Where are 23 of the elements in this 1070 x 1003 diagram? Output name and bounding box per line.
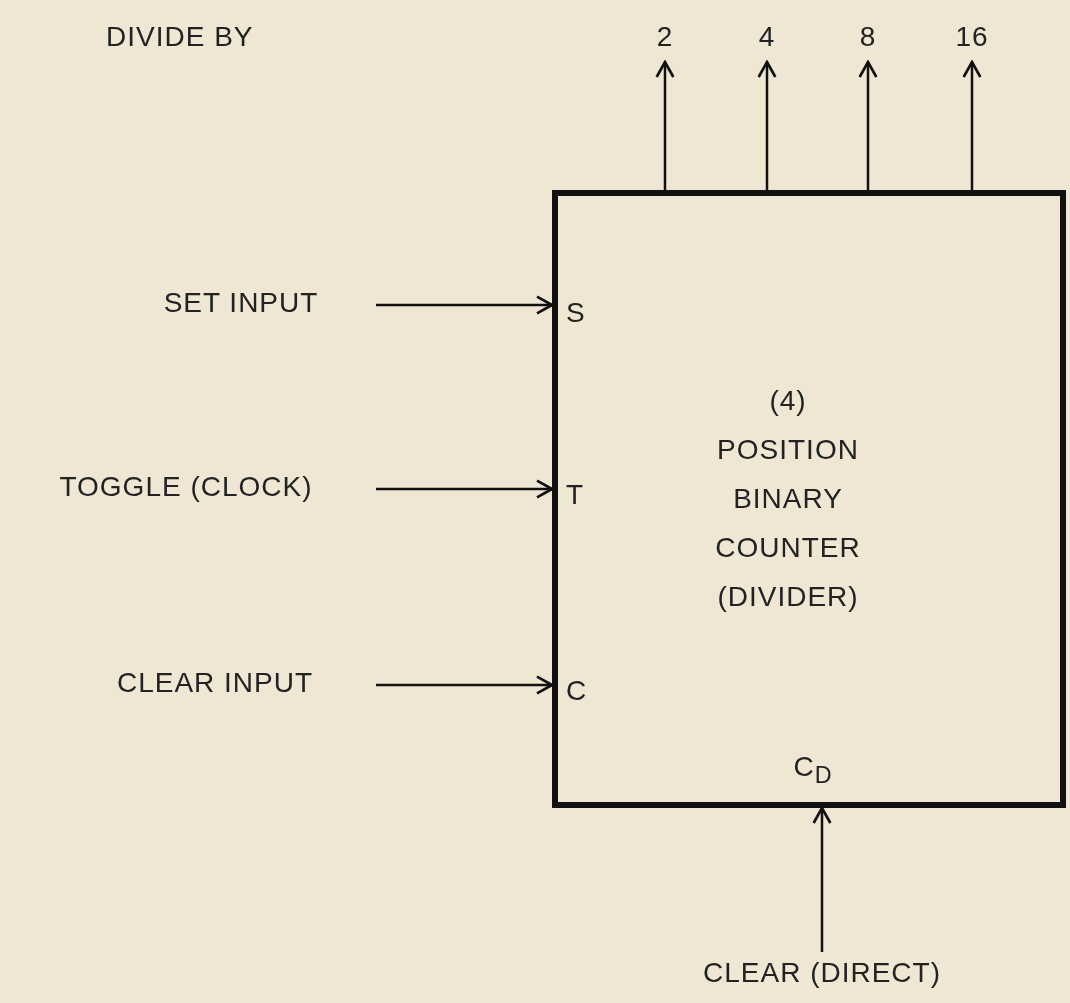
arrow bbox=[812, 806, 832, 952]
input-label: TOGGLE (CLOCK) bbox=[18, 470, 354, 508]
output-label: 2 bbox=[650, 20, 680, 58]
arrow bbox=[376, 675, 554, 695]
arrow bbox=[376, 295, 554, 315]
input-label: CLEAR (DIRECT) bbox=[682, 956, 962, 994]
caption-text: DIVIDE BY bbox=[106, 20, 254, 54]
arrow bbox=[757, 60, 777, 190]
output-label: 8 bbox=[853, 20, 883, 58]
arrow bbox=[655, 60, 675, 190]
arrow bbox=[376, 479, 554, 499]
pin-label: C$_{D}$ bbox=[792, 750, 834, 790]
arrow bbox=[962, 60, 982, 190]
block-title: (4) POSITION BINARY COUNTER (DIVIDER) bbox=[714, 384, 862, 614]
counter-block bbox=[552, 190, 1066, 808]
pin-label: C bbox=[566, 674, 589, 708]
input-label: SET INPUT bbox=[128, 286, 354, 324]
arrow bbox=[858, 60, 878, 190]
output-label: 16 bbox=[953, 20, 991, 58]
input-label: CLEAR INPUT bbox=[76, 666, 354, 704]
output-label: 4 bbox=[752, 20, 782, 58]
pin-label: T bbox=[566, 478, 586, 512]
pin-label: S bbox=[566, 296, 587, 330]
